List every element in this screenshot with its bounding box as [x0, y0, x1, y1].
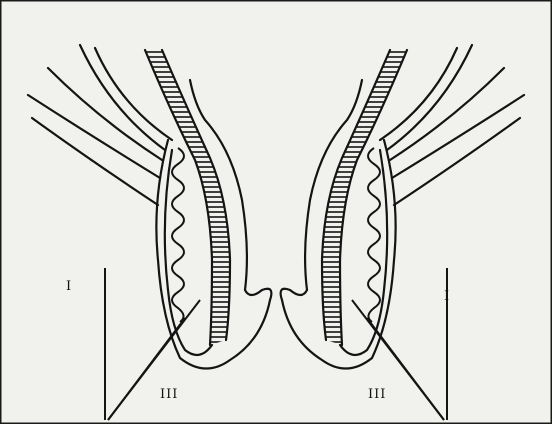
right-fiber-3	[390, 68, 504, 160]
right-diagonal-guide-2	[367, 318, 444, 420]
left-structure	[28, 45, 271, 369]
right-fiber-4	[392, 95, 524, 178]
right-guides	[352, 268, 447, 420]
left-fiber-5	[32, 118, 158, 205]
left-fiber-4	[28, 95, 160, 178]
right-structure	[281, 45, 524, 369]
left-wavy-line	[172, 148, 184, 322]
left-label-three: III	[160, 387, 178, 402]
right-wavy-line	[368, 148, 380, 322]
left-diagonal-guide-2	[108, 318, 185, 420]
right-label-three: III	[368, 387, 386, 402]
right-label-one: I	[444, 289, 450, 304]
left-guides	[105, 268, 200, 420]
right-fiber-5	[394, 118, 520, 205]
left-fiber-3	[48, 68, 162, 160]
left-label-one: I	[66, 279, 72, 294]
